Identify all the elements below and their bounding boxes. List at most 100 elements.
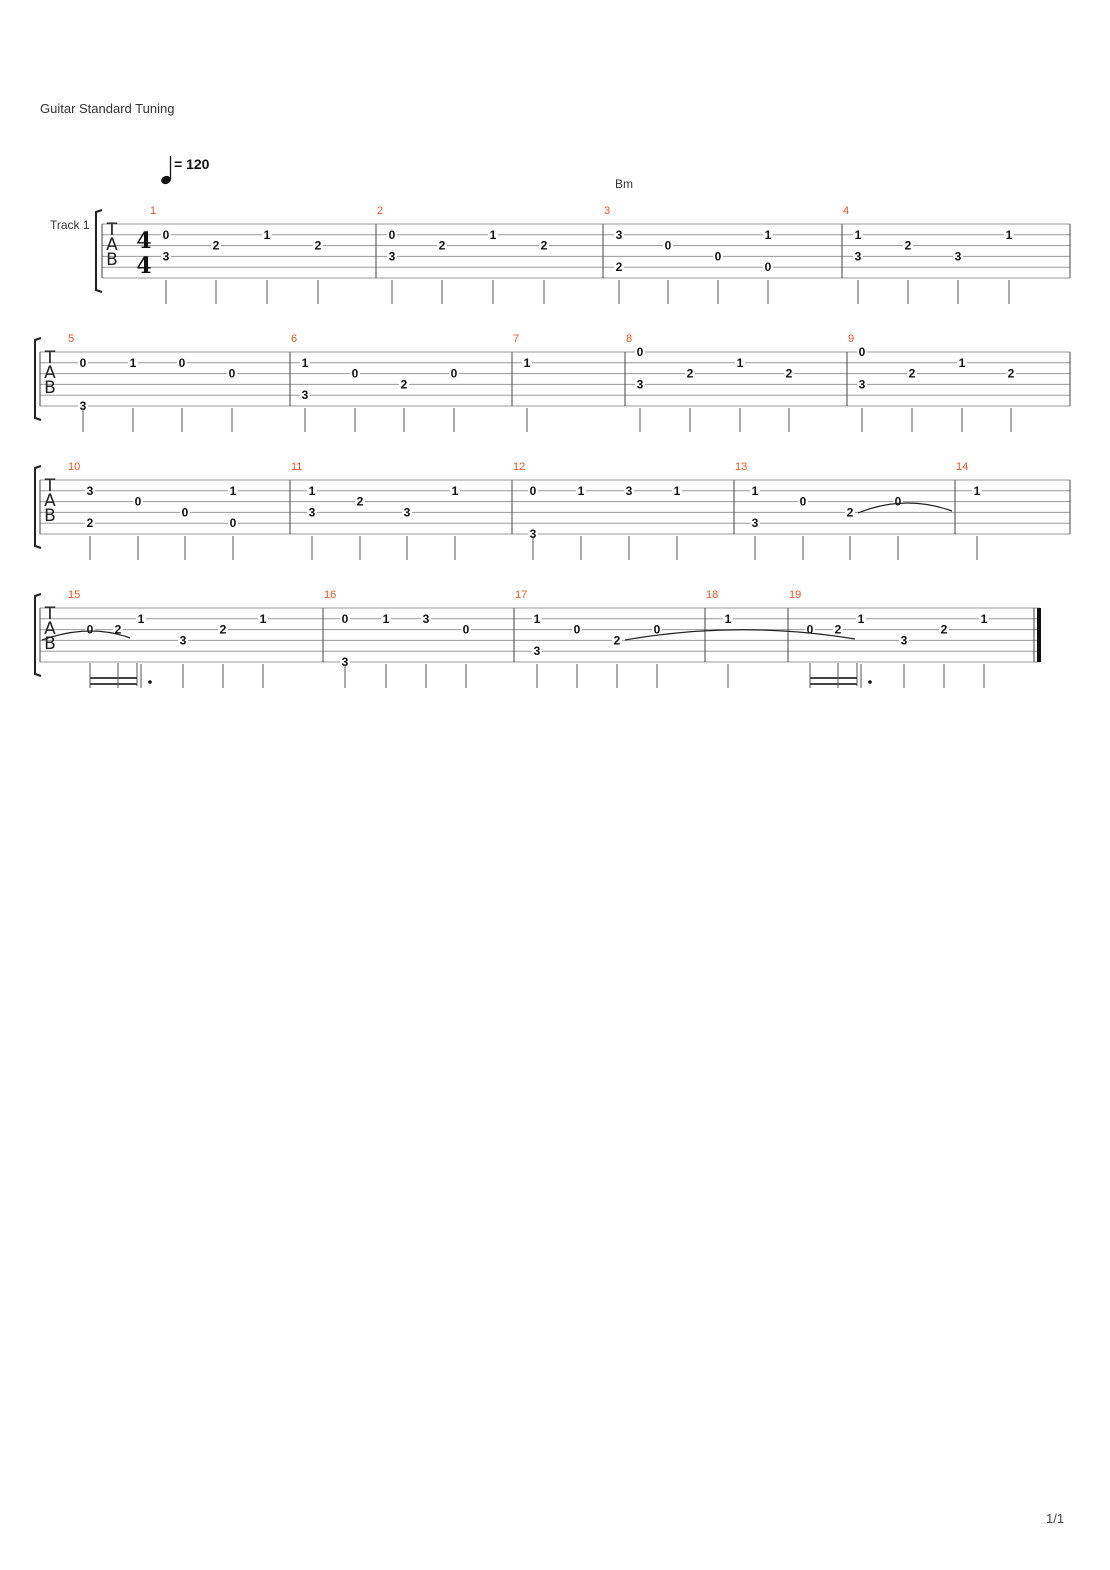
tempo-marking: = 120	[174, 156, 210, 172]
fret-number: 3	[637, 377, 644, 391]
fret-number: 1	[490, 228, 497, 242]
fret-bg	[972, 484, 982, 496]
fret-bg	[853, 228, 863, 240]
measure-number: 8	[626, 333, 632, 345]
fret-bg	[227, 367, 237, 379]
measure-number: 15	[68, 589, 80, 601]
fret-bg	[624, 484, 634, 496]
system-bracket	[34, 465, 42, 549]
fret-bg	[957, 356, 967, 368]
fret-number: 2	[213, 239, 220, 253]
chord-name: Bm	[615, 177, 633, 191]
fret-bg	[735, 356, 745, 368]
fret-number: 0	[80, 356, 87, 370]
fret-bg	[307, 484, 317, 496]
fret-number: 1	[452, 484, 459, 498]
fret-bg	[78, 400, 88, 411]
fret-number: 1	[959, 356, 966, 370]
fret-number: 1	[674, 484, 681, 498]
fret-number: 3	[80, 399, 87, 413]
fret-bg	[85, 517, 95, 529]
fret-bg	[488, 228, 498, 240]
fret-number: 0	[765, 260, 772, 274]
fret-number: 0	[637, 345, 644, 359]
fret-bg	[449, 367, 459, 379]
fret-bg	[402, 506, 412, 518]
tab-clef-letter: T	[44, 604, 56, 624]
fret-number: 0	[463, 623, 470, 637]
fret-bg	[340, 612, 350, 624]
fret-bg	[663, 239, 673, 251]
fret-number: 0	[389, 228, 396, 242]
beam	[810, 683, 857, 685]
fret-number: 0	[530, 484, 537, 498]
fret-number: 2	[401, 377, 408, 391]
fret-number: 0	[895, 495, 902, 509]
measure-number: 12	[513, 461, 525, 473]
fret-bg	[856, 612, 866, 624]
tie	[624, 629, 856, 641]
fret-number: 2	[616, 260, 623, 274]
fret-number: 3	[404, 505, 411, 519]
fret-number: 0	[859, 345, 866, 359]
fret-number: 2	[847, 505, 854, 519]
fret-bg	[899, 634, 909, 646]
fret-bg	[300, 356, 310, 368]
time-signature-denominator: 4	[136, 253, 151, 279]
fret-number: 3	[309, 505, 316, 519]
beam	[90, 683, 137, 685]
measure-number: 16	[324, 589, 336, 601]
fret-bg	[262, 228, 272, 240]
fret-number: 1	[260, 612, 267, 626]
fret-bg	[437, 239, 447, 251]
fret-bg	[784, 367, 794, 379]
tab-clef-letter: A	[44, 619, 56, 639]
fret-bg	[614, 228, 624, 240]
tuning-label: Guitar Standard Tuning	[40, 101, 175, 116]
fret-bg	[845, 506, 855, 518]
fret-bg	[763, 261, 773, 273]
fret-number: 0	[229, 367, 236, 381]
tab-clef-letter: A	[106, 235, 118, 255]
fret-number: 2	[786, 367, 793, 381]
fret-bg	[635, 346, 645, 357]
fret-bg	[133, 495, 143, 507]
fret-number: 2	[439, 239, 446, 253]
fret-number: 2	[87, 516, 94, 530]
fret-bg	[218, 623, 228, 635]
fret-number: 0	[352, 367, 359, 381]
fret-bg	[1004, 228, 1014, 240]
fret-number: 1	[302, 356, 309, 370]
fret-number: 0	[182, 505, 189, 519]
page-number: 1/1	[1046, 1511, 1065, 1526]
fret-bg	[750, 517, 760, 529]
fret-bg	[713, 250, 723, 262]
fret-number: 2	[1008, 367, 1015, 381]
fret-bg	[1006, 367, 1016, 379]
fret-bg	[307, 506, 317, 518]
fret-bg	[178, 634, 188, 646]
fret-number: 2	[115, 623, 122, 637]
fret-bg	[522, 356, 532, 368]
fret-number: 1	[737, 356, 744, 370]
fret-bg	[939, 623, 949, 635]
fret-bg	[857, 378, 867, 390]
fret-number: 0	[451, 367, 458, 381]
tab-clef-letter: B	[44, 378, 56, 398]
fret-bg	[750, 484, 760, 496]
measure-number: 18	[706, 589, 718, 601]
fret-number: 3	[752, 516, 759, 530]
fret-number: 1	[138, 612, 145, 626]
fret-bg	[907, 367, 917, 379]
fret-bg	[528, 528, 538, 539]
measure-number: 14	[956, 461, 968, 473]
measure-number: 10	[68, 461, 80, 473]
fret-number: 1	[534, 612, 541, 626]
system-bracket	[34, 337, 42, 421]
fret-number: 1	[578, 484, 585, 498]
fret-bg	[450, 484, 460, 496]
fret-number: 1	[981, 612, 988, 626]
fret-number: 3	[180, 633, 187, 647]
fret-number: 0	[87, 623, 94, 637]
fret-number: 3	[901, 633, 908, 647]
